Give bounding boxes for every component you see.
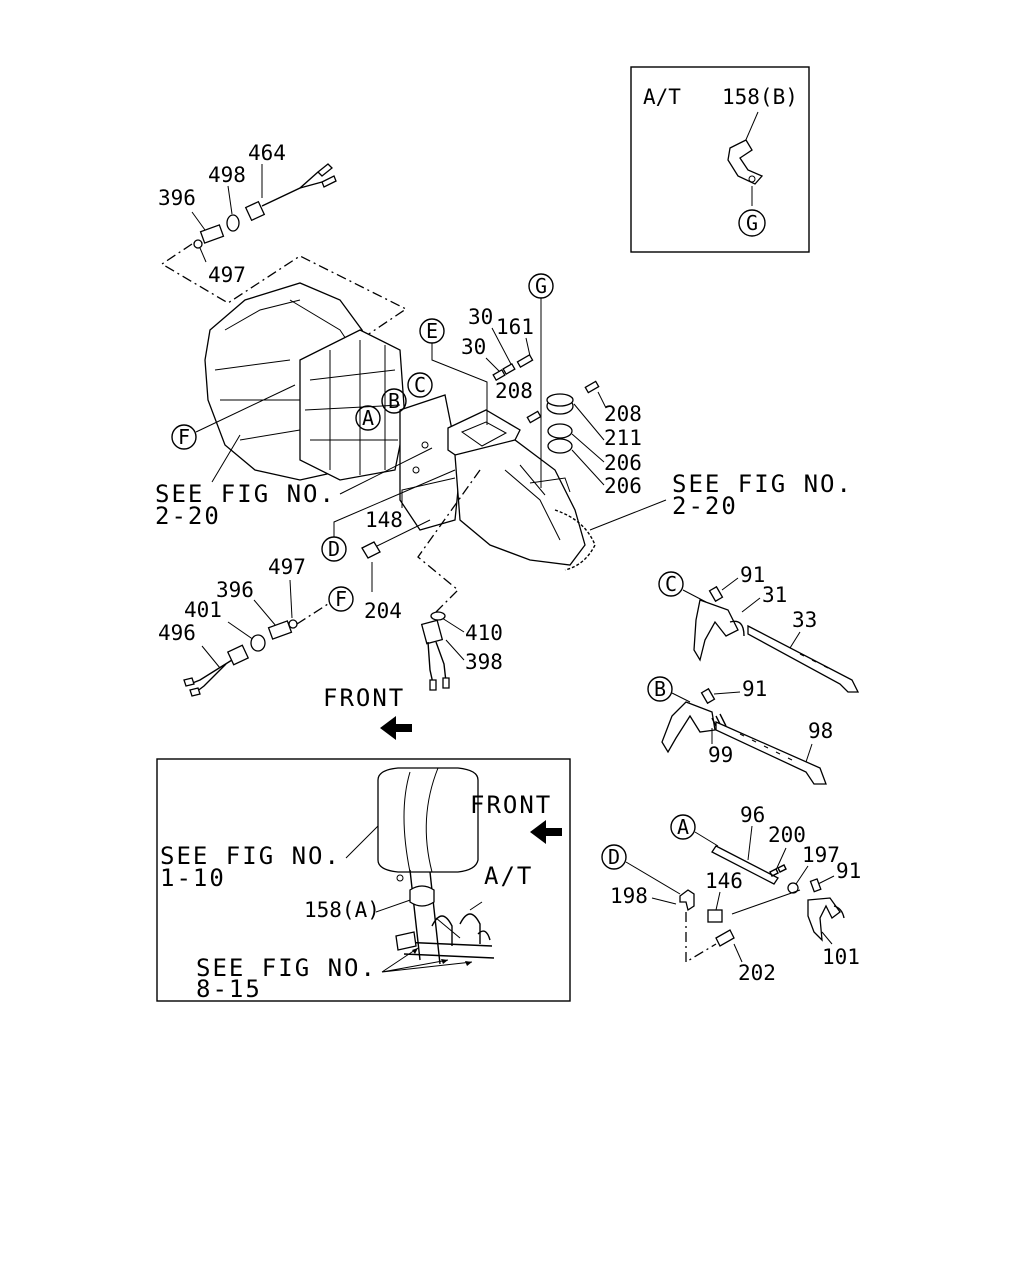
- label-33: 33: [792, 608, 817, 632]
- shaft-96-icon: [711, 845, 779, 885]
- fork-group-a: A 96 200 197 91 101 D 198 146 202: [601, 803, 861, 985]
- label-148: 148: [365, 508, 403, 532]
- fork-group-c: C 91 31 33: [658, 563, 860, 693]
- circle-b-main: B: [388, 389, 400, 413]
- ball-497-icon: [193, 239, 203, 249]
- label-396-mid: 396: [216, 578, 254, 602]
- label-464: 464: [248, 141, 286, 165]
- ref-inset-line4: 8-15: [196, 975, 262, 1003]
- inset-top-right: A/T 158(B) G: [630, 66, 810, 253]
- label-398: 398: [465, 650, 503, 674]
- circle-d-part: D: [608, 845, 620, 869]
- label-497-top: 497: [208, 263, 246, 287]
- plug-202-icon: [715, 929, 735, 947]
- ref-left-line1: SEE FIG NO.: [155, 480, 336, 508]
- label-200: 200: [768, 823, 806, 847]
- circle-e-main: E: [426, 319, 438, 343]
- label-206-a: 206: [604, 451, 642, 475]
- plug-switch-group: 204 410 398: [361, 469, 503, 691]
- ref-inset-line1: SEE FIG NO.: [160, 842, 341, 870]
- circle-c-fork: C: [665, 572, 677, 596]
- fork-group-b: B 91 98 99: [647, 676, 833, 785]
- housing-markers: A B C E G F D: [171, 273, 554, 562]
- circle-c-main: C: [414, 373, 426, 397]
- rail-33-icon: [747, 624, 860, 693]
- label-99: 99: [708, 743, 733, 767]
- ref-right-line2: 2-20: [672, 492, 738, 520]
- label-161: 161: [496, 315, 534, 339]
- label-91-a: 91: [740, 563, 765, 587]
- spring-200-icon: [769, 864, 787, 877]
- switch-398-icon: [420, 619, 450, 691]
- label-202: 202: [738, 961, 776, 985]
- label-396-top: 396: [158, 186, 196, 210]
- label-211: 211: [604, 426, 642, 450]
- sensor-496-icon: [183, 644, 250, 697]
- sensor-group-mid: 497 F 396 401 496: [158, 555, 354, 697]
- transmission-assembly: [204, 282, 596, 571]
- bracket-158b-icon: [727, 139, 764, 185]
- front-indicator-main: FRONT: [323, 684, 412, 740]
- label-98: 98: [808, 719, 833, 743]
- clamp-158a-icon: [409, 885, 435, 907]
- inset-front-label: FRONT: [470, 791, 552, 819]
- label-208-b: 208: [604, 402, 642, 426]
- label-204: 204: [364, 599, 402, 623]
- label-31: 31: [762, 583, 787, 607]
- label-401: 401: [184, 598, 222, 622]
- label-96: 96: [740, 803, 765, 827]
- label-497-mid: 497: [268, 555, 306, 579]
- ref-left-line2: 2-20: [155, 502, 221, 530]
- main-references: SEE FIG NO. 2-20 SEE FIG NO. 2-20 148: [155, 434, 853, 532]
- label-206-b: 206: [604, 474, 642, 498]
- label-91-b: 91: [742, 677, 767, 701]
- label-101: 101: [822, 945, 860, 969]
- sensor-group-top: 464 498 396 497: [158, 141, 408, 349]
- circle-a-part: A: [677, 815, 689, 839]
- pin-396-icon: [199, 224, 225, 244]
- fork-101-icon: [807, 897, 841, 942]
- label-496: 496: [158, 621, 196, 645]
- label-498: 498: [208, 163, 246, 187]
- circle-f-main: F: [178, 425, 190, 449]
- fork-31-icon: [693, 599, 739, 662]
- switch-464-icon: [244, 163, 337, 222]
- label-158a: 158(A): [304, 898, 380, 922]
- label-30-a: 30: [468, 305, 493, 329]
- front-arrow-icon: [380, 716, 412, 740]
- plug-146-icon: [707, 909, 723, 923]
- label-91-c: 91: [836, 859, 861, 883]
- circle-f-mid: F: [335, 587, 347, 611]
- circle-a-main: A: [362, 406, 374, 430]
- ref-inset-line2: 1-10: [160, 864, 226, 892]
- label-146: 146: [705, 869, 743, 893]
- label-410: 410: [465, 621, 503, 645]
- label-208-a: 208: [495, 379, 533, 403]
- rail-98-icon: [715, 721, 827, 785]
- ref-inset-line3: SEE FIG NO.: [196, 954, 377, 982]
- circle-g-inset: G: [746, 211, 758, 235]
- inset-bottom: FRONT SEE FIG NO. 1-10 A/T 158(A) SEE FI…: [156, 758, 571, 1003]
- plug-204-icon: [361, 541, 381, 559]
- inset-bottom-title: A/T: [484, 862, 533, 890]
- front-label-main: FRONT: [323, 684, 405, 712]
- cover-parts: 30 161 30 208 208 211 206 206: [461, 305, 642, 498]
- ref-right-line1: SEE FIG NO.: [672, 470, 853, 498]
- inset-front-arrow-icon: [530, 820, 562, 844]
- circle-d-main: D: [328, 537, 340, 561]
- label-30-b: 30: [461, 335, 486, 359]
- label-198: 198: [610, 884, 648, 908]
- circle-g-main: G: [535, 274, 547, 298]
- circle-b-fork: B: [654, 677, 666, 701]
- washer-498-icon: [226, 214, 240, 232]
- inset-top-title: A/T: [643, 85, 681, 109]
- bracket-198-icon: [679, 889, 695, 912]
- label-197: 197: [802, 843, 840, 867]
- label-158b: 158(B): [722, 85, 798, 109]
